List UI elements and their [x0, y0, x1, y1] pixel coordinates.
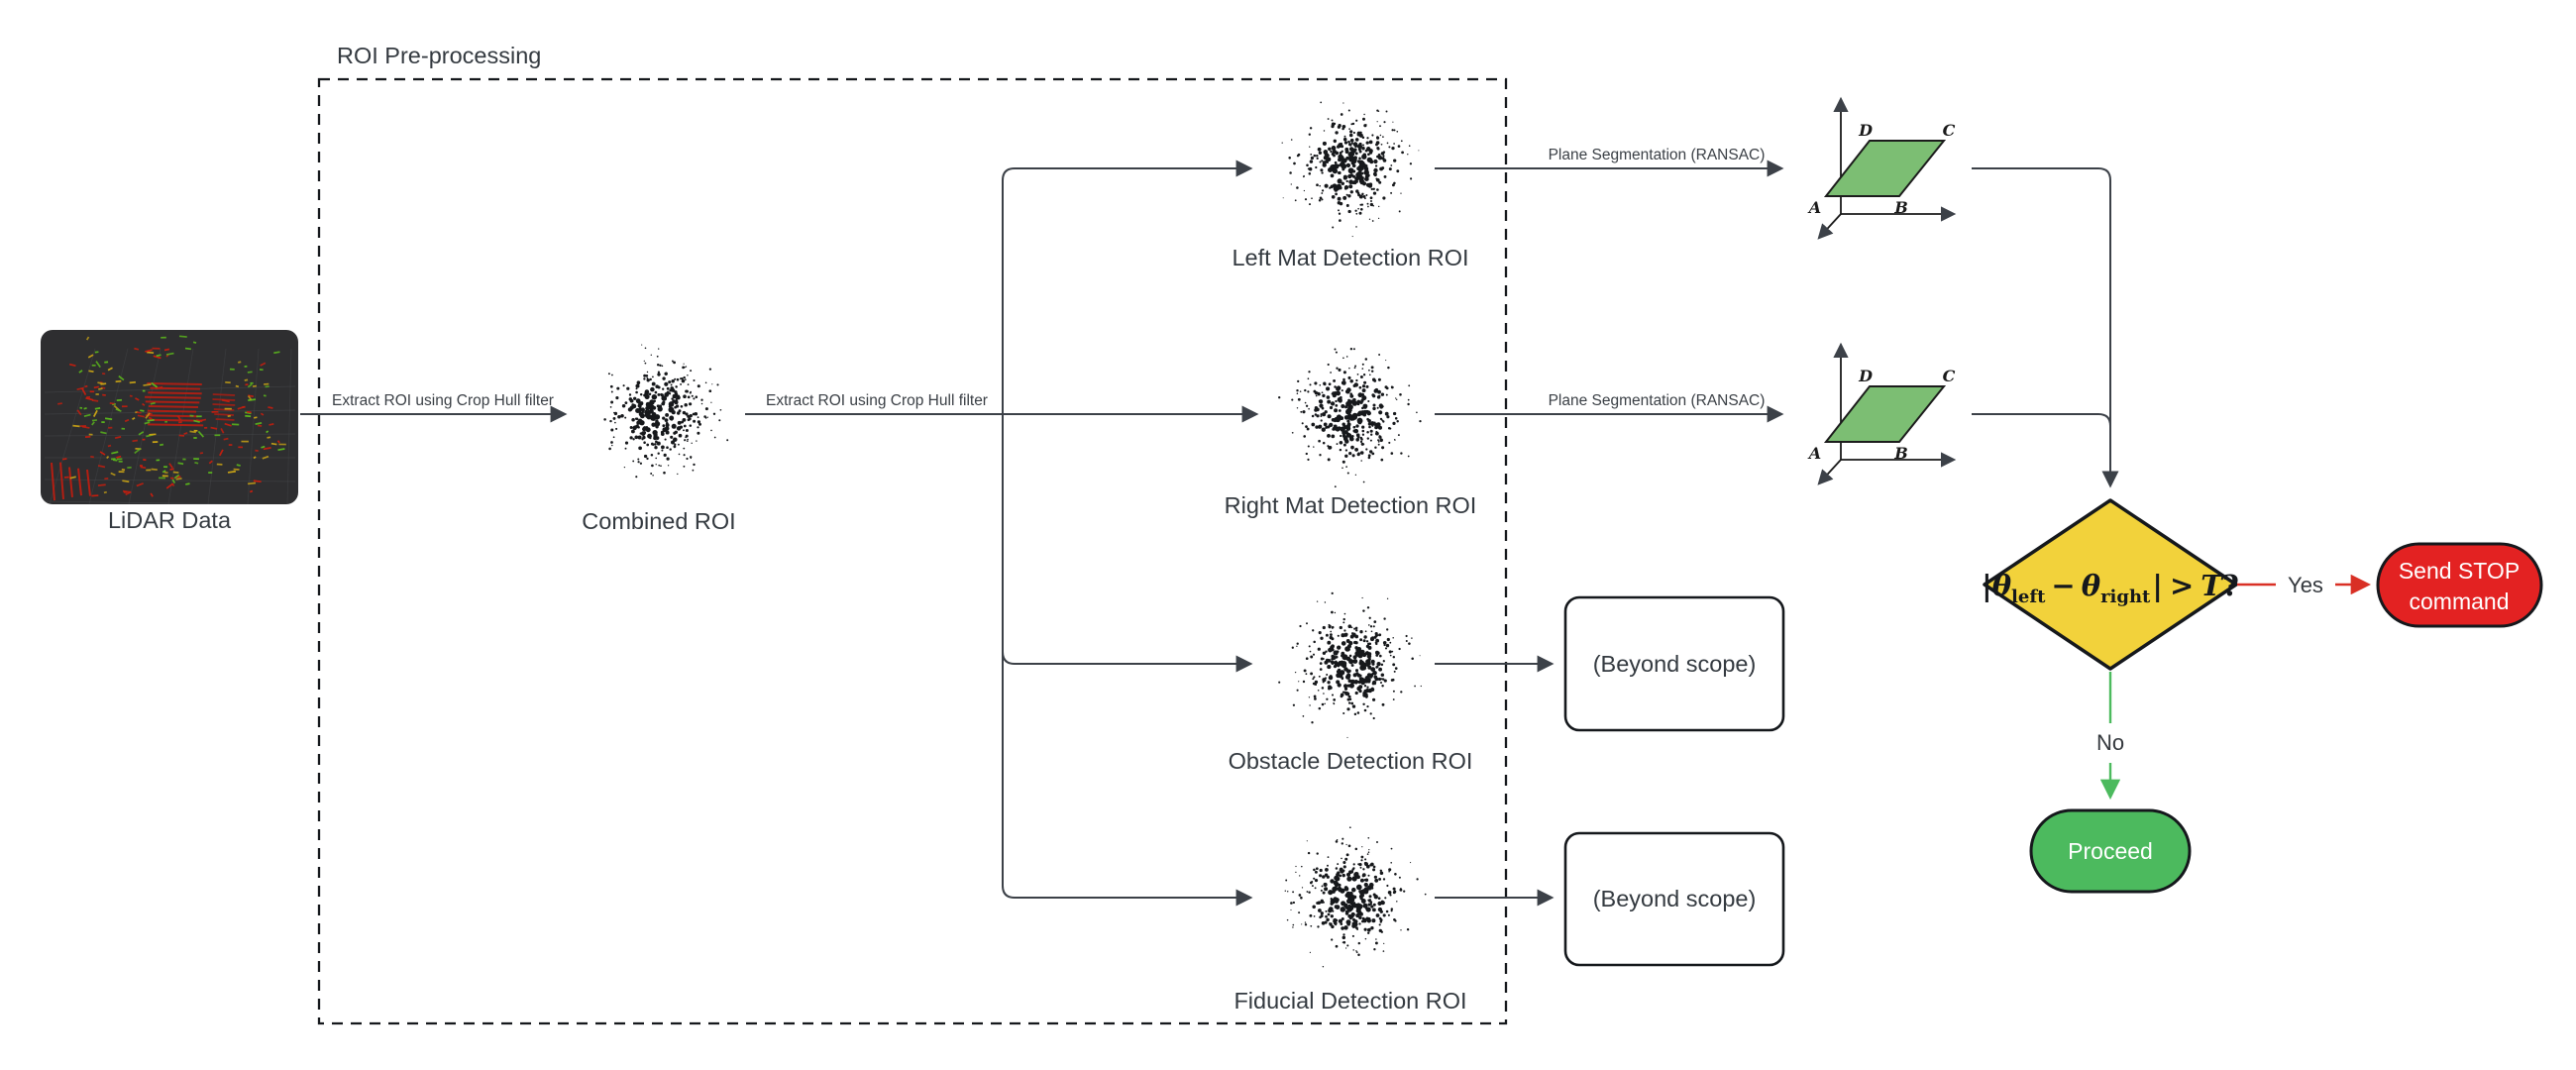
plane-right-corner-a: A	[1807, 444, 1821, 463]
edge-planeright-merge	[1972, 413, 2111, 427]
plane-left-corner-d: D	[1858, 121, 1873, 140]
edge-no-label: No	[2096, 730, 2124, 755]
edge-plane-seg-right-label: Plane Segmentation (RANSAC)	[1549, 392, 1766, 409]
point-cluster-right-mat-roi	[1278, 347, 1422, 488]
roi-preprocessing-container	[317, 77, 1508, 1025]
edge-extract-roi-1-label: Extract ROI using Crop Hull filter	[332, 392, 554, 409]
decision-formula: |θleft−θright|>T?	[1982, 569, 2239, 607]
point-cluster-combined-roi	[603, 344, 729, 479]
lidar-thumbnail	[41, 330, 298, 504]
plane-right-corner-d: D	[1858, 367, 1873, 385]
edge-branch-to-fiducial	[1002, 414, 1253, 907]
lidar-label: LiDAR Data	[108, 507, 232, 533]
point-cluster-left-mat-roi	[1281, 101, 1420, 238]
edge-branch-to-leftmat	[1002, 160, 1253, 414]
combined-roi-label: Combined ROI	[582, 508, 735, 534]
right-mat-roi-label: Right Mat Detection ROI	[1225, 492, 1477, 518]
plane-right-corner-b: B	[1893, 444, 1908, 463]
plane-right-corner-c: C	[1943, 367, 1956, 385]
beyond-scope-fiducial-box: (Beyond scope)	[1563, 831, 1785, 967]
plane-left-corner-c: C	[1943, 121, 1956, 140]
send-stop-label-line2: command	[2410, 588, 2510, 614]
send-stop-label-line1: Send STOP	[2399, 558, 2520, 584]
plane-diagram-left: A B C D	[1807, 96, 1957, 240]
decision-diamond: |θleft−θright|>T?	[1982, 498, 2239, 671]
edge-plane-seg-left-label: Plane Segmentation (RANSAC)	[1549, 147, 1766, 163]
edge-yes-label: Yes	[2288, 573, 2323, 597]
fiducial-roi-label: Fiducial Detection ROI	[1234, 988, 1466, 1014]
plane-diagram-right: A B C D	[1807, 342, 1957, 485]
send-stop-node: Send STOP command	[2376, 542, 2543, 628]
edge-branch-to-obstacle	[1002, 651, 1253, 673]
beyond-scope-fiducial-label: (Beyond scope)	[1593, 886, 1757, 911]
point-cluster-obstacle-roi	[1278, 591, 1422, 738]
obstacle-roi-label: Obstacle Detection ROI	[1229, 748, 1473, 774]
left-mat-roi-label: Left Mat Detection ROI	[1232, 245, 1468, 270]
proceed-node: Proceed	[2029, 808, 2192, 894]
proceed-label: Proceed	[2068, 838, 2153, 864]
plane-left-corner-b: B	[1893, 198, 1908, 217]
edge-extract-roi-2-label: Extract ROI using Crop Hull filter	[766, 392, 988, 409]
beyond-scope-obstacle-box: (Beyond scope)	[1563, 595, 1785, 732]
plane-left-corner-a: A	[1807, 198, 1821, 217]
roi-preprocessing-title: ROI Pre-processing	[337, 43, 541, 68]
edge-planeleft-to-decision	[1972, 167, 2119, 488]
point-cluster-fiducial-roi	[1284, 826, 1427, 968]
beyond-scope-obstacle-label: (Beyond scope)	[1593, 651, 1757, 677]
